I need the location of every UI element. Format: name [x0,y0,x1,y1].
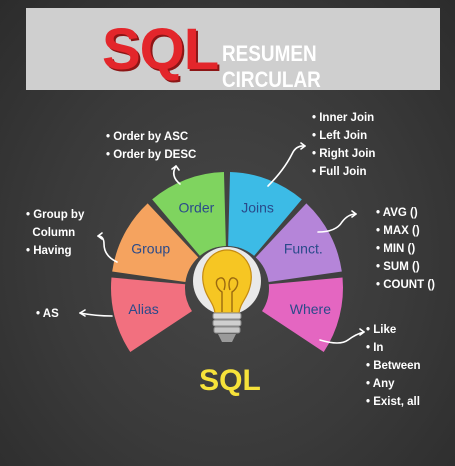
note-item: Order by DESC [106,146,196,164]
note-item: In [366,339,421,357]
note-funct: AVG () MAX () MIN () SUM () COUNT () [376,204,435,294]
note-alias: AS [36,305,59,323]
note-item: Having [26,242,84,260]
note-item: Inner Join [312,109,375,127]
segment-label: Order [179,200,215,216]
banner-logo: SQL [102,17,219,82]
segment-joins [228,172,302,256]
segment-order [152,172,226,256]
note-item: Like [366,321,421,339]
title-banner: SQL RESUMEN CIRCULAR [26,8,440,92]
note-item: AS [36,305,59,323]
note-item: SUM () [376,258,435,276]
note-item: Order by ASC [106,128,196,146]
arrow-icon [172,165,181,185]
arrow-icon [97,232,103,240]
note-item: MAX () [376,222,435,240]
segment-group [112,203,199,283]
note-item: Group by [26,206,84,224]
note-item: AVG () [376,204,435,222]
note-item: Left Join [312,127,375,145]
note-where: Like In Between Any Exist, all [366,321,421,411]
segment-funct [255,203,342,283]
segment-label: Where [290,301,331,317]
arrow-icon [359,328,365,336]
note-item: Right Join [312,145,375,163]
arrow-icon [79,309,86,317]
note-joins: Inner Join Left Join Right Join Full Joi… [312,109,375,181]
note-item: Between [366,357,420,375]
arrow-icon [300,142,306,150]
segment-label: Funct. [284,240,323,256]
note-item: MIN () [376,240,435,258]
lightbulb-icon [193,247,261,342]
note-item: Full Join [312,163,375,181]
segment-where [262,277,343,353]
note-item: COUNT () [376,276,435,294]
note-group: Group by Column Having [26,206,84,260]
segment-label: Alias [128,301,158,317]
arrow-icon [171,165,180,171]
note-item: Column [32,227,76,239]
banner-title: RESUMEN CIRCULAR [222,41,321,92]
note-item: Exist, all [366,393,421,411]
note-item: Any [366,375,421,393]
note-order: Order by ASC Order by DESC [106,128,196,164]
arrow-icon [351,210,357,218]
segment-label: Group [131,240,170,256]
arrow-icon [267,145,306,187]
arrow-icon [319,331,365,344]
arrow-icon [79,312,113,317]
center-sql-label: SQL [199,364,261,397]
segment-label: Joins [241,200,274,216]
segment-alias [111,277,192,353]
arrow-icon [317,213,357,233]
arrow-icon [97,235,118,263]
